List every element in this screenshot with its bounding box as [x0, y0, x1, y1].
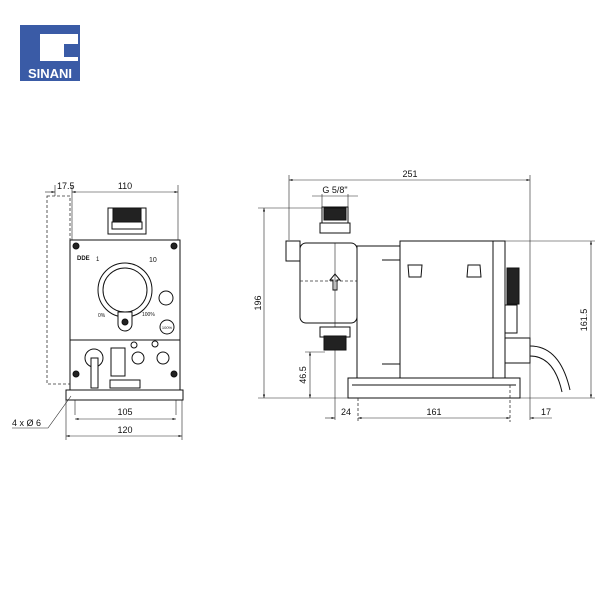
dim-side-depth: 17.5: [57, 181, 75, 191]
dim-thread: G 5/8": [322, 185, 347, 195]
dim-overall-length: 251: [402, 169, 417, 179]
percent-max: 100%: [142, 312, 155, 318]
100-button: [159, 319, 175, 335]
connector-thread: [112, 207, 142, 223]
side-view: [285, 206, 571, 420]
side-dimensions: 251 G 5/8" 196 46.5 161.5 24 161 17: [253, 169, 595, 422]
dim-overall-height: 196: [253, 295, 263, 310]
sinani-logo: SINANI: [20, 25, 80, 81]
scale-max: 10: [149, 257, 157, 264]
front-view: DDE 1 10 0% 100% 100%: [46, 195, 184, 401]
front-dimensions: 17.5 110 105 120 4 x Ø 6: [12, 181, 183, 440]
dim-hole-spacing: 105: [117, 407, 132, 417]
model-label: DDE: [77, 256, 90, 262]
dim-base-length: 161: [426, 407, 441, 417]
motor-housing: [399, 240, 506, 379]
outlet-thread: [323, 335, 347, 351]
percent-min: 0%: [98, 313, 106, 319]
side-profile: [46, 195, 71, 385]
dim-body-height: 161.5: [579, 309, 589, 332]
dim-mounting-holes: 4 x Ø 6: [12, 418, 41, 428]
svg-text:100%: 100%: [162, 325, 173, 330]
dim-outlet-height: 46.5: [298, 366, 308, 384]
scale-min: 1: [96, 257, 100, 263]
adjust-knob: [506, 267, 520, 305]
dosing-head: [299, 242, 358, 324]
cable-gland: [504, 337, 531, 364]
drive-section: [356, 245, 401, 379]
menu-button: [158, 290, 174, 306]
dim-rear-offset: 17: [541, 407, 551, 417]
logo-text: SINANI: [28, 66, 72, 81]
base-plate: [65, 389, 184, 401]
side-base-plate: [347, 377, 521, 399]
dim-width: 110: [118, 181, 132, 191]
dim-head-offset: 24: [341, 407, 351, 417]
bleed-knob: [285, 240, 301, 262]
dim-base-width: 120: [117, 425, 132, 435]
